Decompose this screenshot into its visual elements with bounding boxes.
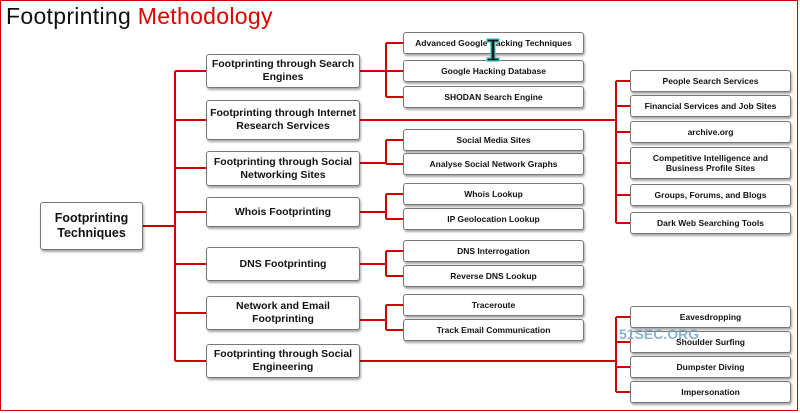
item-people-search-services: People Search Services [630, 70, 791, 92]
item-whois-lookup: Whois Lookup [403, 183, 584, 205]
item-dark-web-searching-tools: Dark Web Searching Tools [630, 212, 791, 234]
item-shodan-search-engine: SHODAN Search Engine [403, 86, 584, 108]
category-social-engineering: Footprinting through Social Engineering [206, 344, 360, 378]
category-internet-research-services: Footprinting through Internet Research S… [206, 100, 360, 140]
item-track-email-communication: Track Email Communication [403, 319, 584, 341]
item-ip-geolocation-lookup: IP Geolocation Lookup [403, 208, 584, 230]
item-groups-forums-blogs: Groups, Forums, and Blogs [630, 184, 791, 206]
item-eavesdropping: Eavesdropping [630, 306, 791, 328]
category-network-email-footprinting: Network and Email Footprinting [206, 296, 360, 330]
item-archive-org: archive.org [630, 121, 791, 143]
category-dns-footprinting: DNS Footprinting [206, 247, 360, 281]
item-reverse-dns-lookup: Reverse DNS Lookup [403, 265, 584, 287]
category-social-networking-sites: Footprinting through Social Networking S… [206, 151, 360, 186]
page-title: Footprinting Methodology [6, 3, 273, 30]
item-dns-interrogation: DNS Interrogation [403, 240, 584, 262]
item-shoulder-surfing: Shoulder Surfing [630, 331, 791, 353]
item-impersonation: Impersonation [630, 381, 791, 403]
root-node: Footprinting Techniques [40, 202, 143, 250]
item-dumpster-diving: Dumpster Diving [630, 356, 791, 378]
watermark-text: 51SEC.ORG [619, 326, 700, 342]
text-cursor-icon [486, 38, 500, 62]
title-part-2: Methodology [137, 3, 273, 29]
item-competitive-intelligence: Competitive Intelligence and Business Pr… [630, 147, 791, 179]
item-google-hacking-database: Google Hacking Database [403, 60, 584, 82]
item-social-media-sites: Social Media Sites [403, 129, 584, 151]
item-traceroute: Traceroute [403, 294, 584, 316]
item-analyse-social-network-graphs: Analyse Social Network Graphs [403, 153, 584, 175]
category-search-engines: Footprinting through Search Engines [206, 54, 360, 88]
item-financial-services-job-sites: Financial Services and Job Sites [630, 95, 791, 117]
title-part-1: Footprinting [6, 3, 138, 29]
category-whois-footprinting: Whois Footprinting [206, 197, 360, 227]
